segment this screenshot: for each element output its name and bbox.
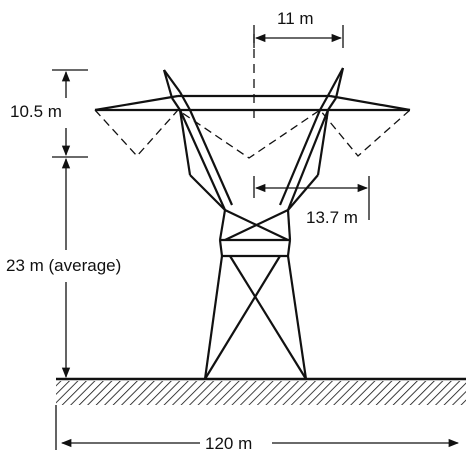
label-phase-spacing: 11 m bbox=[277, 9, 314, 28]
dimension-horizontal-spacing bbox=[253, 176, 370, 220]
ground bbox=[56, 377, 466, 405]
label-horizontal-spacing: 13.7 m bbox=[306, 208, 358, 227]
dimension-right-of-way bbox=[55, 405, 460, 450]
label-vertical-spacing: 10.5 m bbox=[10, 102, 62, 121]
tower-structure bbox=[94, 67, 411, 380]
conductor-swing-envelope bbox=[94, 109, 411, 159]
label-average-height: 23 m (average) bbox=[6, 256, 121, 275]
dimension-vertical-spacing bbox=[52, 69, 88, 158]
label-right-of-way: 120 m bbox=[205, 434, 252, 453]
dimension-phase-spacing bbox=[253, 25, 344, 48]
